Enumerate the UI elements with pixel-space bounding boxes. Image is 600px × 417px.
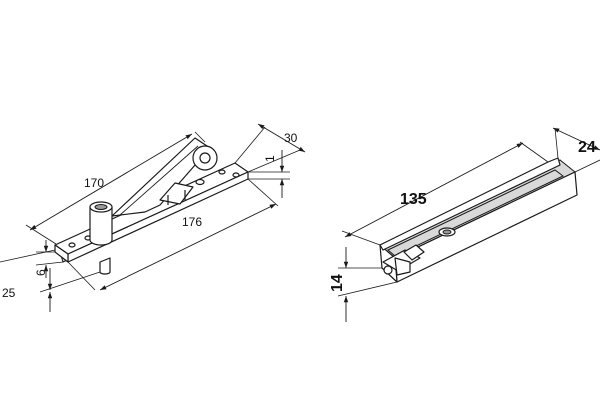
dim-176-label: 176 xyxy=(182,215,202,229)
dim-135-label: 135 xyxy=(400,191,427,208)
dim-14-label: 14 xyxy=(329,274,346,292)
dim-1-label: 1 xyxy=(263,155,277,162)
channel-housing-drawing: 135 24 14 xyxy=(329,127,600,322)
dim-6-label: 6 xyxy=(34,269,48,276)
dim-25-label: 25 xyxy=(2,286,16,300)
pivot-plate-drawing: 170 176 30 1 6 25 xyxy=(0,123,306,312)
dim-30-label: 30 xyxy=(284,131,298,145)
dim-24-label: 24 xyxy=(578,139,596,156)
dim-170-label: 170 xyxy=(84,176,104,190)
